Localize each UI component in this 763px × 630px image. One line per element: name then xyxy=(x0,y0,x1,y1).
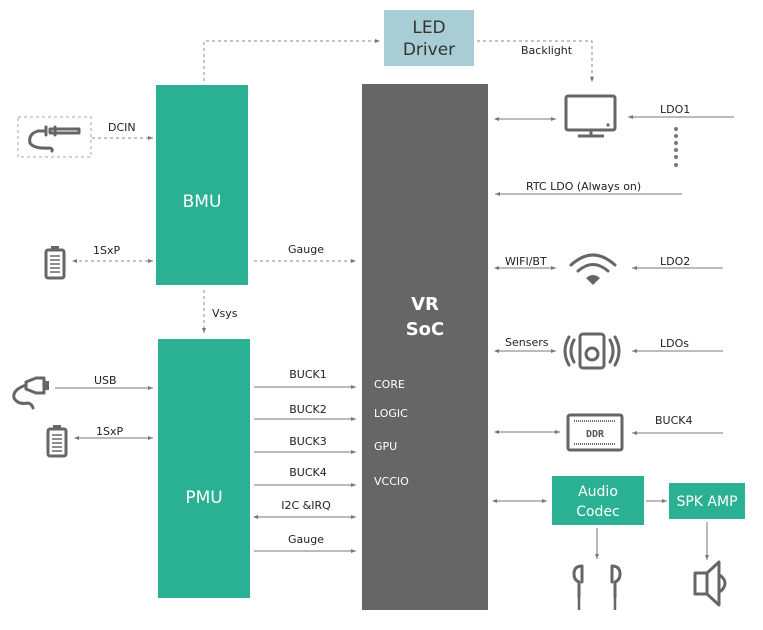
pmu-label: PMU xyxy=(185,488,222,508)
bmu-label: BMU xyxy=(183,192,222,212)
soc-rail-gpu: GPU xyxy=(374,440,397,453)
ddr-buck4-label: BUCK4 xyxy=(655,414,693,427)
soc-label-line2: SoC xyxy=(406,319,445,340)
vsys-label: Vsys xyxy=(212,307,238,320)
rtc-ldo-label: RTC LDO (Always on) xyxy=(526,180,641,193)
soc-rail-core: CORE xyxy=(374,378,405,391)
usb-cable-icon xyxy=(12,376,49,410)
ldo1-label: LDO1 xyxy=(660,103,690,116)
ddr-memory-icon: DDR xyxy=(566,413,624,452)
bmu-to-led-driver-line xyxy=(203,39,380,81)
buck4-label: BUCK4 xyxy=(289,466,327,479)
wifi-bt-label: WIFI/BT xyxy=(505,255,547,268)
earphones-icon xyxy=(572,564,622,610)
backlight-label: Backlight xyxy=(521,44,573,57)
audio-codec-label-line1: Audio xyxy=(578,484,618,500)
led-driver-label-line2: Driver xyxy=(403,40,455,60)
vr-soc-block xyxy=(362,84,488,610)
pmu-block xyxy=(158,339,250,598)
dc-jack-icon xyxy=(28,125,81,153)
ddr-text: DDR xyxy=(586,429,605,440)
buck1-label: BUCK1 xyxy=(289,368,327,381)
dcin-label: DCIN xyxy=(108,121,136,134)
soc-label-line1: VR xyxy=(411,294,439,315)
bmu-gauge-label: Gauge xyxy=(288,243,324,256)
led-driver-label-line1: LED xyxy=(412,18,445,38)
audio-codec-label-line2: Codec xyxy=(576,504,620,520)
spk-amp-block xyxy=(669,483,745,519)
spk-amp-label: SPK AMP xyxy=(676,494,737,510)
bmu-battery-icon xyxy=(44,246,66,280)
soc-rail-vccio: VCCIO xyxy=(374,475,409,488)
led-driver-block xyxy=(384,10,474,66)
pmu-battery-label: 1SxP xyxy=(96,425,123,438)
i2c-irq-label: I2C &IRQ xyxy=(281,499,331,512)
pmu-gauge-label: Gauge xyxy=(288,533,324,546)
ellipsis-dots xyxy=(674,127,678,167)
buck3-label: BUCK3 xyxy=(289,435,327,448)
monitor-icon xyxy=(564,94,617,138)
bmu-block xyxy=(156,85,248,285)
ldos-label: LDOs xyxy=(660,337,689,350)
backlight-line xyxy=(477,40,594,82)
sensers-label: Sensers xyxy=(505,336,549,349)
dc-jack-frame xyxy=(17,116,92,158)
pmu-battery-icon xyxy=(46,425,68,458)
wifi-icon xyxy=(569,253,617,285)
audio-codec-block xyxy=(552,476,644,525)
ldo2-label: LDO2 xyxy=(660,255,690,268)
usb-label: USB xyxy=(94,374,117,387)
soc-rail-logic: LOGIC xyxy=(374,407,408,420)
buck2-label: BUCK2 xyxy=(289,403,327,416)
bmu-battery-label: 1SxP xyxy=(93,244,120,257)
speaker-icon xyxy=(693,560,727,607)
sensor-icon xyxy=(563,332,621,370)
